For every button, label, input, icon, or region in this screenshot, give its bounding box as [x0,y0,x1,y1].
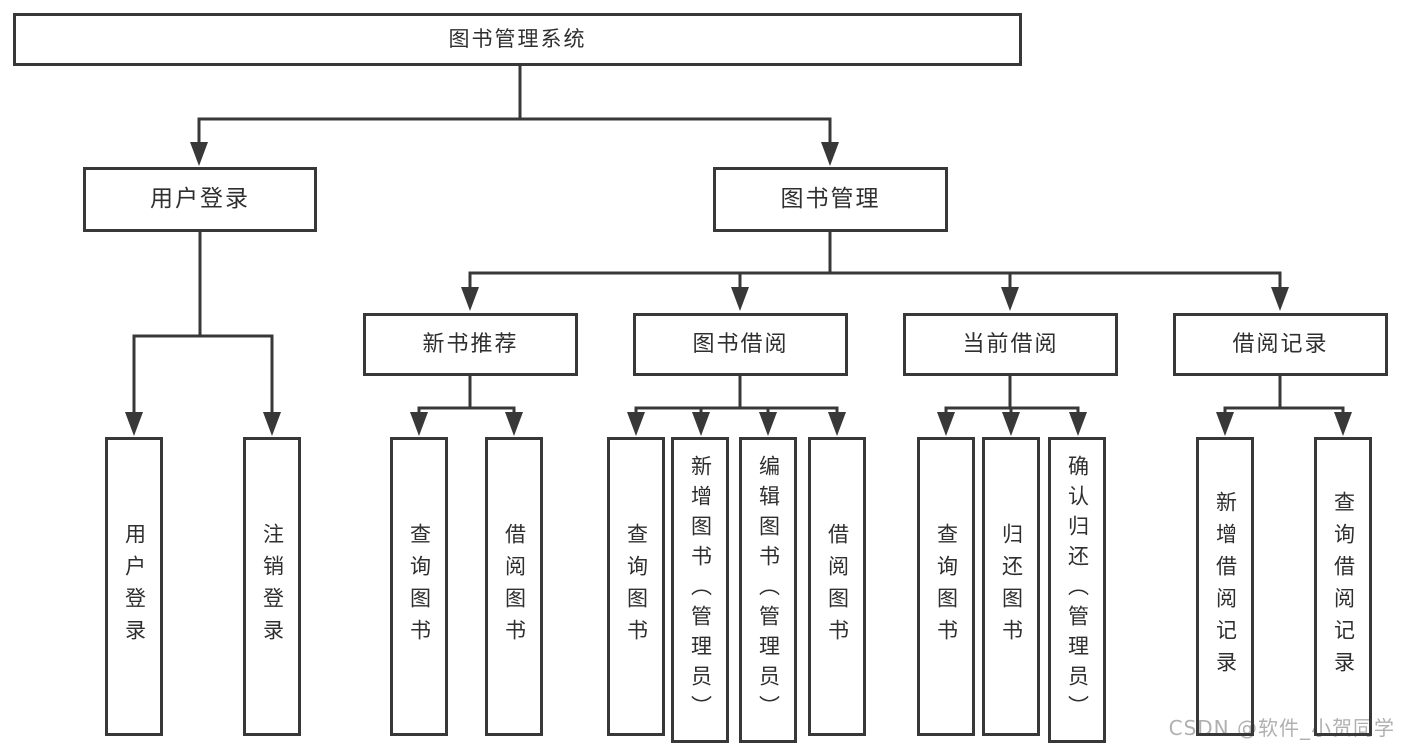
leaf-query-borrow-record: 查询借阅记录 [1314,437,1372,736]
node-user-login: 用户登录 [83,167,317,232]
leaf-borrow-books-borrowing: 借阅图书 [808,437,866,736]
leaf-edit-book-admin: 编辑图书（管理员） [739,437,797,743]
leaf-borrow-books-recommend: 借阅图书 [485,437,543,736]
leaf-confirm-return-admin: 确认归还（管理员） [1048,437,1106,743]
node-current-borrowing: 当前借阅 [903,313,1118,376]
leaf-query-books-borrowing: 查询图书 [607,437,665,736]
node-library-management-system: 图书管理系统 [13,13,1022,66]
node-new-book-recommendation: 新书推荐 [363,313,578,376]
leaf-logout: 注销登录 [243,437,301,736]
leaf-return-book: 归还图书 [982,437,1040,736]
leaf-query-books-current: 查询图书 [917,437,975,736]
leaf-query-books-recommend: 查询图书 [390,437,448,736]
node-book-borrowing: 图书借阅 [633,313,848,376]
csdn-watermark: CSDN @软件_小贺同学 [1168,716,1395,740]
leaf-add-book-admin: 新增图书（管理员） [671,437,729,743]
connector-lines [132,66,1345,414]
node-borrowing-records: 借阅记录 [1173,313,1388,376]
node-book-management: 图书管理 [713,167,948,232]
connector-arrowheads [125,142,1352,436]
leaf-user-login: 用户登录 [105,437,163,736]
leaf-add-borrow-record: 新增借阅记录 [1196,437,1254,736]
